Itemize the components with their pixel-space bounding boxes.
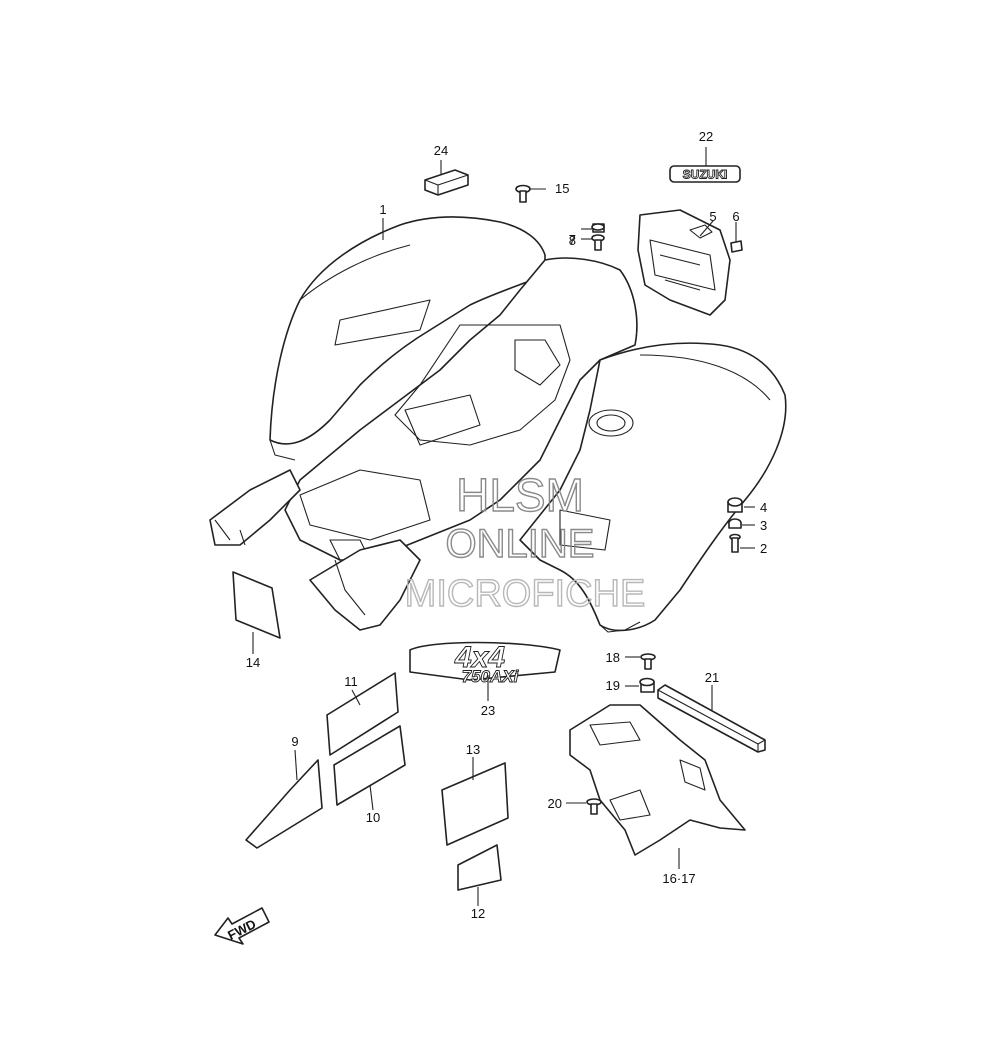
callout-3: 3 bbox=[760, 518, 767, 533]
callout-labels: 1 24 15 22 5 6 7 8 4 3 2 14 23 18 19 21 … bbox=[246, 129, 767, 921]
leader-lines bbox=[252, 147, 755, 906]
part-3-washer bbox=[728, 518, 742, 529]
callout-4: 4 bbox=[760, 500, 767, 515]
part-10-sticker bbox=[333, 725, 406, 806]
part-5-bracket bbox=[637, 209, 731, 316]
rear-fender-body bbox=[209, 216, 787, 633]
part-8-nut bbox=[591, 223, 605, 233]
part-11-sticker bbox=[326, 672, 399, 756]
callout-1: 1 bbox=[379, 202, 386, 217]
decal-4x4-text: 4x4 bbox=[454, 641, 505, 674]
watermark: HLSM ONLINE MICROFICHE bbox=[404, 468, 646, 615]
callout-7: 7 bbox=[569, 232, 576, 247]
part-14-sticker bbox=[232, 571, 281, 639]
callout-6: 6 bbox=[732, 209, 739, 224]
watermark-line-2: ONLINE bbox=[446, 522, 595, 566]
callout-8: 8 bbox=[569, 233, 576, 248]
part-22-suzuki-emblem: SUZUKI bbox=[669, 165, 741, 183]
callout-12: 12 bbox=[471, 906, 485, 921]
callout-21: 21 bbox=[705, 670, 719, 685]
callout-13: 13 bbox=[466, 742, 480, 757]
decal-model-text: 750AXi bbox=[462, 667, 520, 686]
part-23-4x4-decal: 4x4 750AXi bbox=[409, 641, 561, 686]
part-9-sticker bbox=[245, 759, 323, 849]
watermark-line-1: HLSM bbox=[456, 469, 584, 521]
callout-10: 10 bbox=[366, 810, 380, 825]
callout-19: 19 bbox=[606, 678, 620, 693]
part-4-grommet bbox=[727, 497, 743, 513]
part-12-sticker bbox=[457, 844, 502, 891]
part-21-bar bbox=[657, 684, 766, 753]
part-13-sticker bbox=[441, 762, 509, 846]
callout-2: 2 bbox=[760, 541, 767, 556]
callout-9: 9 bbox=[291, 734, 298, 749]
part-24-block bbox=[424, 169, 469, 196]
callout-14: 14 bbox=[246, 655, 260, 670]
callout-15: 15 bbox=[555, 181, 569, 196]
callout-5: 5 bbox=[709, 209, 716, 224]
suzuki-emblem-text: SUZUKI bbox=[683, 168, 728, 182]
callout-18: 18 bbox=[606, 650, 620, 665]
callout-24: 24 bbox=[434, 143, 448, 158]
part-6-clip bbox=[730, 240, 743, 253]
part-16-17-mudflap bbox=[569, 704, 746, 856]
callout-22: 22 bbox=[699, 129, 713, 144]
part-2-bolt bbox=[729, 533, 741, 553]
part-15-screw bbox=[515, 184, 531, 203]
part-19-nut bbox=[639, 677, 655, 693]
callout-11: 11 bbox=[344, 674, 358, 689]
callout-23: 23 bbox=[481, 703, 495, 718]
part-20-screw bbox=[586, 798, 602, 815]
callout-20: 20 bbox=[548, 796, 562, 811]
part-7-screw bbox=[591, 234, 605, 251]
part-18-screw bbox=[640, 653, 656, 670]
fwd-arrow-icon: FWD bbox=[214, 907, 270, 945]
watermark-line-3: MICROFICHE bbox=[405, 573, 646, 615]
callout-16-17: 16·17 bbox=[662, 871, 695, 886]
